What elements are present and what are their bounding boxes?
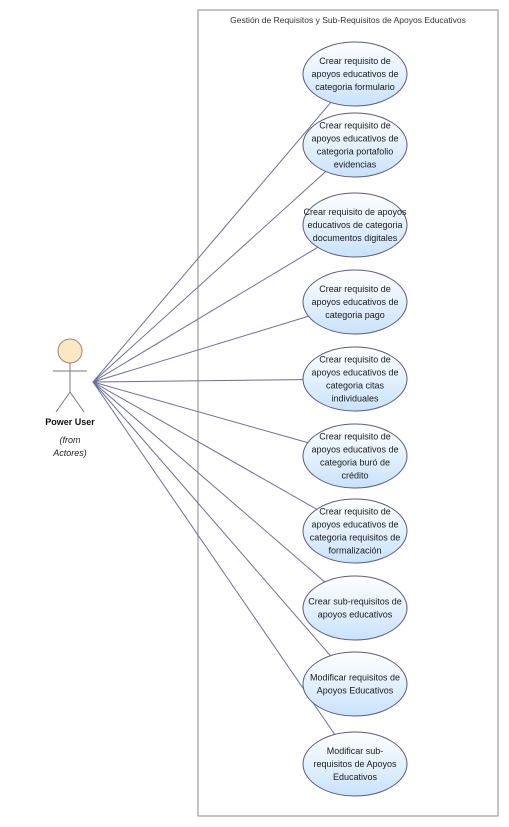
use-case-label-line: requisitos de Apoyos bbox=[313, 759, 397, 769]
use-case-label-line: apoyos educativos de bbox=[311, 520, 398, 530]
actor-head bbox=[57, 338, 83, 364]
use-case-label-line: Modificar requisitos de bbox=[310, 673, 400, 683]
use-case-6[interactable]: Crear requisito de apoyos educativos de ca… bbox=[302, 423, 408, 489]
association-line-6 bbox=[92, 381, 308, 444]
use-case-label-line: Educativos bbox=[333, 772, 378, 782]
use-case-label-line: apoyos educativos de bbox=[311, 368, 398, 378]
association-line-3 bbox=[92, 246, 319, 383]
use-case-5[interactable]: Crear requisito de apoyos educativos de ca… bbox=[302, 346, 408, 412]
use-case-label-line: evidencias bbox=[334, 160, 377, 170]
use-case-label-line: categoria portafolio bbox=[317, 147, 394, 157]
use-case-label-line: Crear requisito de bbox=[319, 507, 391, 517]
use-case-label-line: educativos de categoria bbox=[307, 220, 402, 230]
use-case-label-line: apoyos educativos de bbox=[311, 445, 398, 455]
use-case-label-line: apoyos educativos de bbox=[311, 69, 398, 79]
use-case-10[interactable]: Modificar sub-requisitos de ApoyosEducat… bbox=[302, 731, 408, 797]
use-case-label-line: categoria pago bbox=[325, 310, 385, 320]
association-line-1 bbox=[92, 102, 332, 383]
association-line-8 bbox=[92, 381, 326, 583]
association-line-10 bbox=[92, 381, 336, 735]
use-case-label-line: categoria requisitos de bbox=[310, 533, 401, 543]
use-case-7[interactable]: Crear requisito de apoyos educativos de ca… bbox=[302, 498, 408, 564]
actor-note-line-1: (from bbox=[60, 435, 82, 445]
use-case-label-line: individuales bbox=[331, 394, 379, 404]
use-case-label-line: apoyos educativos de bbox=[311, 297, 398, 307]
use-case-ellipse bbox=[302, 731, 408, 797]
use-case-label-line: Crear requisito de apoyos bbox=[303, 207, 407, 217]
use-case-label-line: categoria formulario bbox=[315, 82, 395, 92]
use-case-ellipse bbox=[302, 498, 408, 564]
use-case-4[interactable]: Crear requisito de apoyos educativos de ca… bbox=[302, 269, 408, 335]
association-line-5 bbox=[92, 379, 304, 383]
use-case-label-line: Crear requisito de bbox=[319, 56, 391, 66]
use-case-ellipse bbox=[302, 112, 408, 178]
association-line-4 bbox=[92, 315, 309, 383]
use-case-ellipse bbox=[302, 575, 408, 641]
use-case-label-line: Crear requisito de bbox=[319, 121, 391, 131]
use-case-3[interactable]: Crear requisito de apoyos educativos de c… bbox=[302, 192, 408, 258]
use-case-ellipse bbox=[302, 192, 408, 258]
use-case-label-line: categoria buró de bbox=[320, 458, 390, 468]
use-case-2[interactable]: Crear requisito de apoyos educativos de ca… bbox=[302, 112, 408, 178]
use-case-label-line: apoyos educativos bbox=[318, 610, 393, 620]
use-case-8[interactable]: Crear sub-requisitos de apoyos educativos bbox=[302, 575, 408, 641]
use-case-label-line: Apoyos Educativos bbox=[317, 686, 394, 696]
use-case-label-line: formalización bbox=[328, 546, 381, 556]
use-case-label-line: Crear requisito de bbox=[319, 432, 391, 442]
use-case-label-line: Crear requisito de bbox=[319, 355, 391, 365]
use-case-9[interactable]: Modificar requisitos de Apoyos Educativos bbox=[302, 651, 408, 717]
use-case-label-line: categoria citas bbox=[326, 381, 385, 391]
use-case-label-line: Modificar sub- bbox=[327, 746, 384, 756]
use-case-ellipse bbox=[302, 41, 408, 107]
actor-power-user[interactable]: Power User (from Actores) bbox=[45, 338, 95, 458]
use-case-ellipse bbox=[302, 423, 408, 489]
use-case-label-line: documentos digitales bbox=[313, 233, 398, 243]
use-case-label-line: apoyos educativos de bbox=[311, 134, 398, 144]
association-line-7 bbox=[92, 381, 318, 510]
use-case-1[interactable]: Crear requisito de apoyos educativos de ca… bbox=[302, 41, 408, 107]
system-boundary-title: Gestión de Requisitos y Sub-Requisitos d… bbox=[230, 15, 466, 25]
associations bbox=[92, 102, 336, 735]
actor-right-leg bbox=[69, 391, 85, 413]
actor-left-leg bbox=[55, 391, 71, 413]
use-case-label-line: Crear sub-requisitos de bbox=[308, 597, 402, 607]
use-case-ellipse bbox=[302, 346, 408, 412]
use-case-ellipse bbox=[302, 269, 408, 335]
use-cases: Crear requisito de apoyos educativos de ca… bbox=[302, 41, 408, 797]
use-case-ellipse bbox=[302, 651, 408, 717]
use-case-label-line: Crear requisito de bbox=[319, 284, 391, 294]
association-line-9 bbox=[92, 381, 331, 657]
actor-name: Power User bbox=[45, 417, 95, 427]
actor-note-line-2: Actores) bbox=[52, 448, 87, 458]
use-case-label-line: crédito bbox=[341, 471, 368, 481]
association-line-2 bbox=[92, 171, 327, 383]
